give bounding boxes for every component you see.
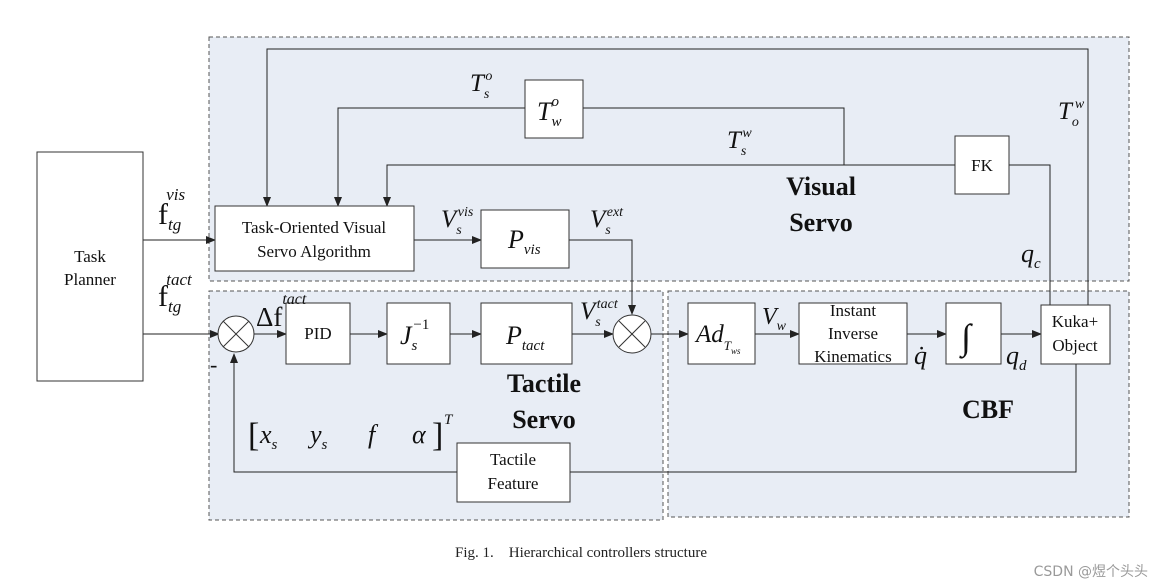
- cbf-title: CBF: [962, 395, 1014, 424]
- summing-junction-tactile: [217, 315, 255, 353]
- tactile-feature-label-1: Tactile: [490, 450, 536, 469]
- feature-vector-label: [ xs ys f α ] T: [248, 412, 454, 454]
- figure-caption: Fig. 1. Hierarchical controllers structu…: [455, 545, 707, 561]
- iik-label-1: Instant: [830, 301, 877, 320]
- p-vis-block: [480, 209, 570, 269]
- minus-sign: -: [210, 352, 217, 377]
- v-s-vis-label: Vsvis: [441, 205, 474, 238]
- f-tg-vis-label: ftgvis: [158, 185, 186, 234]
- t-w-o-label: Two: [537, 94, 561, 130]
- integrator-block: [945, 302, 1002, 365]
- tovsa-block: [214, 205, 415, 272]
- watermark: CSDN @煜个头头: [1033, 564, 1148, 580]
- delta-f-label: Δftact: [256, 291, 307, 332]
- tactile-servo-title-2: Servo: [512, 405, 576, 434]
- jacobian-inverse-block: [386, 302, 451, 365]
- tovsa-label-1: Task-Oriented Visual: [242, 218, 387, 237]
- tovsa-label-2: Servo Algorithm: [257, 242, 371, 261]
- feature-vector-item-2: f: [368, 420, 379, 449]
- task-planner-label-2: Planner: [64, 270, 116, 289]
- adjoint-label: AdTws: [694, 321, 741, 356]
- feature-vector-item-3: α: [412, 420, 427, 449]
- feature-vector-transpose: T: [444, 412, 454, 428]
- kuka-object-block: [1040, 304, 1111, 365]
- v-s-ext-label: Vsext: [590, 205, 624, 238]
- integrator-symbol: ∫: [959, 317, 973, 359]
- task-planner-label-1: Task: [74, 247, 106, 266]
- summing-junction-velocity: [612, 314, 652, 354]
- visual-servo-title-1: Visual: [786, 172, 856, 201]
- signal-wires: [143, 48, 1089, 473]
- t-o-w-label: Tow: [1058, 97, 1085, 130]
- q-c-label: qc: [1021, 239, 1041, 272]
- pid-label: PID: [304, 324, 331, 343]
- v-w-label: Vw: [762, 304, 787, 334]
- p-vis-label: Pvis: [507, 225, 541, 258]
- fk-label: FK: [971, 156, 993, 175]
- fk-block: [954, 135, 1010, 195]
- tactile-feature-block: [456, 442, 571, 503]
- t-s-w-label: Tsw: [727, 126, 752, 159]
- q-d-label: qd: [1006, 341, 1027, 374]
- kuka-label-1: Kuka+: [1052, 312, 1098, 331]
- feature-vector-item-0: xs: [259, 420, 278, 453]
- visual-servo-title-2: Servo: [789, 208, 853, 237]
- t-s-o-label: Tso: [470, 69, 492, 102]
- tactile-servo-title-1: Tactile: [507, 369, 581, 398]
- t-w-o-block: [524, 79, 584, 139]
- jacobian-inverse-label: Js−1: [400, 317, 429, 354]
- f-tg-tact-label: ftgtact: [158, 270, 193, 316]
- tactile-feature-label-2: Feature: [488, 474, 539, 493]
- iik-label-2: Inverse: [828, 324, 878, 343]
- p-tact-label: Ptact: [505, 321, 545, 354]
- p-tact-block: [480, 302, 573, 365]
- task-planner-block: [36, 151, 144, 382]
- feature-vector-open: [: [248, 417, 259, 454]
- kuka-label-2: Object: [1052, 336, 1098, 355]
- pid-block: [285, 302, 351, 365]
- feature-vector-item-1: ys: [307, 420, 328, 453]
- inverse-kinematics-block: [798, 302, 908, 365]
- adjoint-block: [687, 302, 756, 365]
- q-dot-label: q̇: [914, 341, 927, 370]
- v-s-tact-label: Vstact: [580, 297, 619, 330]
- iik-label-3: Kinematics: [814, 347, 891, 366]
- feature-vector-close: ]: [432, 417, 443, 454]
